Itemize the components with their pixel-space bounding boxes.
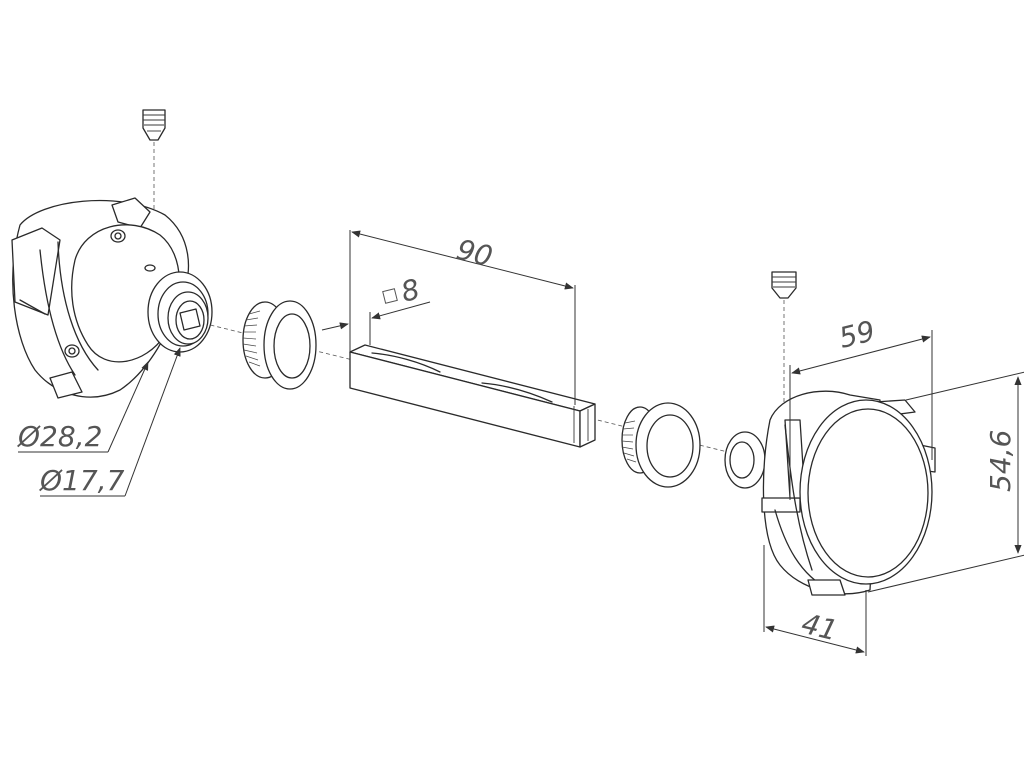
left-knurled-bushing [242,300,317,390]
dim-label-41: 41 [798,607,841,648]
dim-depth-59: 59 [789,314,933,500]
right-set-screw [771,271,797,420]
left-rose-body [11,197,213,399]
dim-label-28-2: Ø28,2 [17,420,102,453]
dim-label-17-7: Ø17,7 [39,464,125,497]
right-knob [724,390,936,596]
dim-label-54-6: 54,6 [984,430,1017,492]
left-set-screw [142,109,166,215]
dim-rose-inner-diameter: Ø17,7 [39,347,181,497]
dim-label-8: 8 [398,272,423,308]
square-spindle [349,344,596,448]
dim-diameter-54-6: 54,6 [867,371,1024,593]
right-knurled-bushing [621,402,701,488]
dim-label-59: 59 [836,314,879,355]
square-symbol [382,288,398,304]
dim-square-8: 8 [321,272,431,345]
dim-rose-outer-diameter: Ø28,2 [17,361,149,453]
